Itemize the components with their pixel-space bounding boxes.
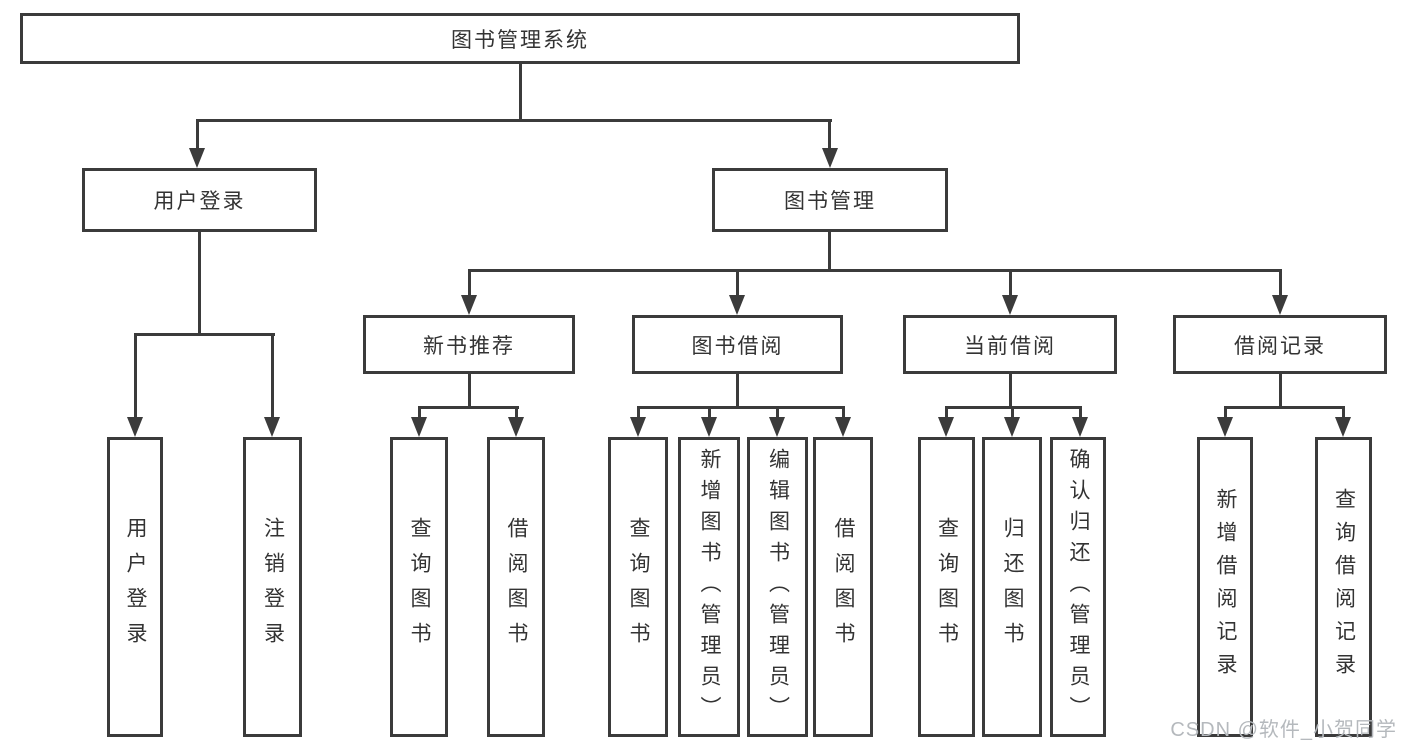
connector-line <box>1009 269 1012 297</box>
node-book-borrowing: 图书借阅 <box>632 315 843 374</box>
arrowhead-down <box>1335 417 1351 437</box>
node-leaf-add-borrow-record: 新增借阅记录 <box>1197 437 1253 737</box>
connector-line <box>468 374 471 409</box>
connector-line <box>828 232 831 272</box>
node-user-login: 用户登录 <box>82 168 317 232</box>
connector-line <box>1342 406 1345 419</box>
node-current-borrowing: 当前借阅 <box>903 315 1117 374</box>
arrowhead-down <box>127 417 143 437</box>
connector-line <box>519 64 522 120</box>
connector-line <box>1224 406 1345 409</box>
connector-line <box>468 269 471 297</box>
node-leaf-query-books-rec: 查询图书 <box>390 437 448 737</box>
arrowhead-down <box>835 417 851 437</box>
connector-line <box>828 119 831 150</box>
node-leaf-query-books-borrow: 查询图书 <box>608 437 668 737</box>
arrowhead-down <box>1272 295 1288 315</box>
node-leaf-confirm-return-admin: 确认归还（管理员） <box>1050 437 1106 737</box>
node-library-management-system: 图书管理系统 <box>20 13 1020 64</box>
connector-line <box>468 269 1282 272</box>
connector-line <box>1079 406 1082 419</box>
arrowhead-down <box>1004 417 1020 437</box>
connector-line <box>1279 269 1282 297</box>
arrowhead-down <box>1217 417 1233 437</box>
node-leaf-edit-books-admin: 编辑图书（管理员） <box>747 437 808 737</box>
arrowhead-down <box>769 417 785 437</box>
arrowhead-down <box>189 148 205 168</box>
node-leaf-query-borrow-record: 查询借阅记录 <box>1315 437 1372 737</box>
node-leaf-return-books: 归还图书 <box>982 437 1042 737</box>
connector-line <box>842 406 845 419</box>
node-leaf-logout: 注销登录 <box>243 437 302 737</box>
arrowhead-down <box>729 295 745 315</box>
connector-line <box>418 406 519 409</box>
arrowhead-down <box>264 417 280 437</box>
connector-line <box>1224 406 1227 419</box>
node-leaf-borrow-books: 借阅图书 <box>813 437 873 737</box>
node-book-management: 图书管理 <box>712 168 948 232</box>
node-leaf-add-books-admin: 新增图书（管理员） <box>678 437 740 737</box>
connector-line <box>736 269 739 297</box>
connector-line <box>198 232 201 335</box>
connector-line <box>196 119 199 150</box>
arrowhead-down <box>630 417 646 437</box>
arrowhead-down <box>938 417 954 437</box>
node-new-book-recommendation: 新书推荐 <box>363 315 575 374</box>
arrowhead-down <box>1002 295 1018 315</box>
connector-line <box>736 374 739 409</box>
arrowhead-down <box>1072 417 1088 437</box>
connector-line <box>134 333 275 336</box>
connector-line <box>196 119 832 122</box>
connector-line <box>515 406 518 419</box>
connector-line <box>134 333 137 419</box>
connector-line <box>637 406 640 419</box>
connector-line <box>708 406 711 419</box>
connector-line <box>1279 374 1282 409</box>
arrowhead-down <box>508 417 524 437</box>
arrowhead-down <box>461 295 477 315</box>
node-borrowing-records: 借阅记录 <box>1173 315 1387 374</box>
connector-line <box>271 333 274 419</box>
connector-line <box>1011 406 1014 419</box>
connector-line <box>945 406 948 419</box>
node-leaf-user-login: 用户登录 <box>107 437 163 737</box>
node-leaf-borrow-books-rec: 借阅图书 <box>487 437 545 737</box>
connector-line <box>418 406 421 419</box>
node-leaf-query-books-current: 查询图书 <box>918 437 975 737</box>
connector-line <box>776 406 779 419</box>
arrowhead-down <box>411 417 427 437</box>
arrowhead-down <box>701 417 717 437</box>
connector-line <box>637 406 845 409</box>
connector-line <box>1009 374 1012 409</box>
arrowhead-down <box>822 148 838 168</box>
